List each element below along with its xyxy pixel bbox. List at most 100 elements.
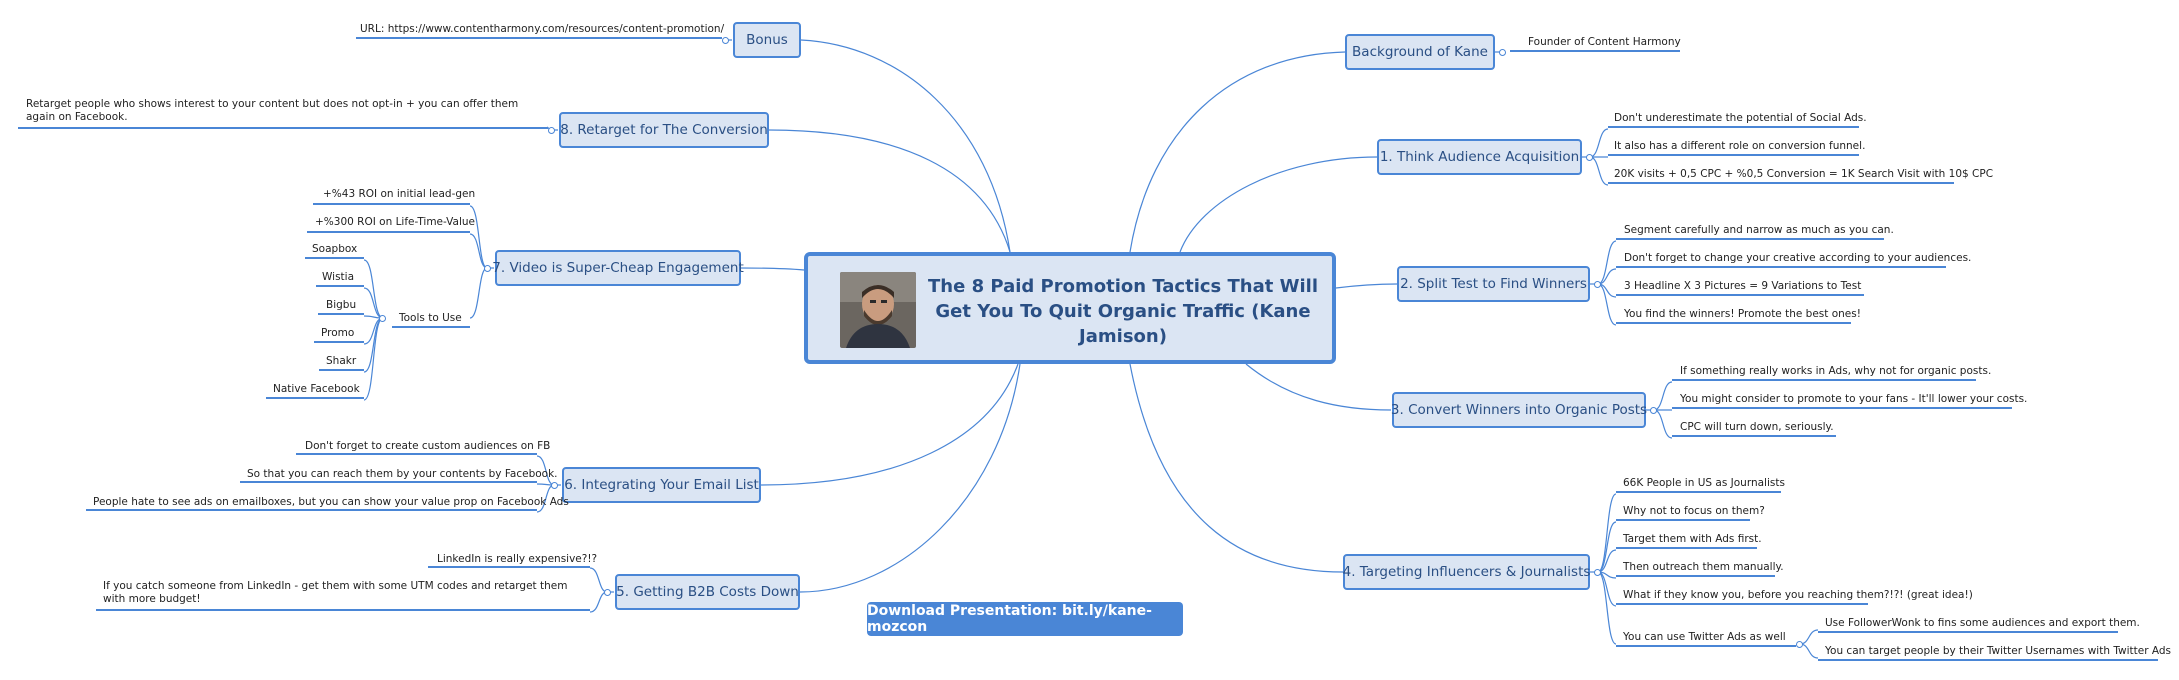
speaker-photo (840, 272, 916, 348)
leaf-split-4: You find the winners! Promote the best o… (1624, 308, 1861, 320)
collapse-toggle[interactable] (1594, 281, 1601, 288)
leaf-underline (1818, 631, 2118, 633)
collapse-toggle[interactable] (551, 482, 558, 489)
topic-b2b[interactable]: 5. Getting B2B Costs Down (615, 574, 800, 610)
topic-background[interactable]: Background of Kane (1345, 34, 1495, 70)
leaf-underline (316, 285, 364, 287)
collapse-toggle[interactable] (1499, 49, 1506, 56)
collapse-toggle[interactable] (1594, 569, 1601, 576)
collapse-toggle[interactable] (484, 265, 491, 272)
leaf-tool-native-facebook: Native Facebook (273, 383, 360, 395)
leaf-convert-1: If something really works in Ads, why no… (1680, 365, 1992, 377)
leaf-underline (1672, 379, 1976, 381)
leaf-underline (96, 609, 590, 611)
leaf-influencers-3: Target them with Ads first. (1623, 533, 1762, 545)
leaf-underline (1616, 266, 1946, 268)
leaf-underline (1672, 407, 2012, 409)
leaf-tool-soapbox: Soapbox (312, 243, 358, 255)
leaf-underline (1510, 50, 1680, 52)
leaf-underline (1608, 154, 1859, 156)
leaf-underline (1616, 547, 1757, 549)
leaf-underline (1818, 659, 2158, 661)
topic-video[interactable]: 7. Video is Super-Cheap Engagement (492, 250, 744, 286)
leaf-bonus-url: URL: https://www.contentharmony.com/reso… (360, 23, 725, 35)
topic-label: 7. Video is Super-Cheap Engagement (492, 260, 744, 276)
leaf-tool-promo: Promo (321, 327, 355, 339)
topic-label: Background of Kane (1352, 44, 1488, 60)
leaf-retarget: Retarget people who shows interest to yo… (26, 98, 519, 123)
leaf-underline (428, 566, 590, 568)
collapse-toggle[interactable] (548, 127, 555, 134)
download-presentation-button[interactable]: Download Presentation: bit.ly/kane-mozco… (867, 602, 1183, 636)
leaf-background-1: Founder of Content Harmony (1528, 36, 1681, 48)
leaf-video-roi-ltv: +%300 ROI on Life-Time-Value (315, 216, 476, 228)
topic-email[interactable]: 6. Integrating Your Email List (562, 467, 761, 503)
leaf-underline (356, 37, 722, 39)
collapse-toggle[interactable] (1650, 407, 1657, 414)
leaf-underline (1616, 519, 1750, 521)
leaf-split-3: 3 Headline X 3 Pictures = 9 Variations t… (1624, 280, 1862, 292)
leaf-underline (1616, 294, 1864, 296)
topic-label: 5. Getting B2B Costs Down (616, 584, 799, 600)
topic-convert[interactable]: 3. Convert Winners into Organic Posts (1390, 392, 1648, 428)
leaf-convert-2: You might consider to promote to your fa… (1680, 393, 2028, 405)
topic-label: 1. Think Audience Acquisition (1379, 149, 1580, 165)
topic-audience[interactable]: 1. Think Audience Acquisition (1377, 139, 1582, 175)
leaf-underline (266, 397, 364, 399)
leaf-influencers-twitter: You can use Twitter Ads as well (1623, 631, 1786, 643)
leaf-twitter-1: Use FollowerWonk to fins some audiences … (1825, 617, 2140, 629)
topic-label: 3. Convert Winners into Organic Posts (1390, 402, 1648, 418)
central-topic-title: The 8 Paid Promotion Tactics That Will G… (928, 276, 1318, 347)
collapse-toggle[interactable] (1796, 641, 1803, 648)
topic-influencers[interactable]: 4. Targeting Influencers & Journalists (1343, 554, 1590, 590)
leaf-b2b-1: LinkedIn is really expensive?!? (437, 553, 598, 565)
leaf-convert-3: CPC will turn down, seriously. (1680, 421, 1834, 433)
leaf-email-3: People hate to see ads on emailboxes, bu… (93, 496, 569, 508)
topic-label: 2. Split Test to Find Winners (1400, 276, 1587, 292)
leaf-video-tools: Tools to Use (399, 312, 462, 324)
topic-retarget[interactable]: 8. Retarget for The Conversion (559, 112, 769, 148)
leaf-audience-1: Don't underestimate the potential of Soc… (1614, 112, 1867, 124)
leaf-underline (1616, 238, 1884, 240)
leaf-underline (1616, 603, 1868, 605)
leaf-underline (1608, 182, 1954, 184)
leaf-split-2: Don't forget to change your creative acc… (1624, 252, 1972, 264)
topic-label: 6. Integrating Your Email List (564, 477, 759, 493)
topic-bonus[interactable]: Bonus (733, 22, 801, 58)
leaf-tool-shakr: Shakr (326, 355, 357, 367)
leaf-underline (307, 231, 470, 233)
leaf-influencers-1: 66K People in US as Journalists (1623, 477, 1785, 489)
topic-label: Bonus (746, 32, 788, 48)
leaf-underline (1616, 645, 1796, 647)
leaf-email-2: So that you can reach them by your conte… (247, 468, 558, 480)
leaf-underline (1608, 126, 1859, 128)
leaf-email-1: Don't forget to create custom audiences … (305, 440, 551, 452)
leaf-underline (240, 481, 537, 483)
collapse-toggle[interactable] (1586, 154, 1593, 161)
collapse-toggle[interactable] (379, 315, 386, 322)
collapse-toggle[interactable] (722, 37, 729, 44)
leaf-underline (318, 313, 364, 315)
leaf-underline (296, 453, 537, 455)
leaf-underline (319, 369, 364, 371)
leaf-split-1: Segment carefully and narrow as much as … (1624, 224, 1894, 236)
leaf-underline (1616, 322, 1851, 324)
leaf-influencers-4: Then outreach them manually. (1623, 561, 1784, 573)
topic-split[interactable]: 2. Split Test to Find Winners (1397, 266, 1590, 302)
collapse-toggle[interactable] (604, 589, 611, 596)
leaf-underline (1616, 575, 1775, 577)
leaf-influencers-5: What if they know you, before you reachi… (1623, 589, 1973, 601)
leaf-tool-wistia: Wistia (322, 271, 355, 283)
leaf-twitter-2: You can target people by their Twitter U… (1825, 645, 2171, 657)
leaf-underline (18, 127, 548, 129)
leaf-underline (1616, 491, 1781, 493)
topic-label: 4. Targeting Influencers & Journalists (1342, 564, 1591, 580)
leaf-b2b-2: If you catch someone from LinkedIn - get… (103, 580, 568, 605)
central-topic[interactable]: The 8 Paid Promotion Tactics That Will G… (804, 252, 1336, 364)
leaf-underline (392, 326, 470, 328)
leaf-audience-2: It also has a different role on conversi… (1614, 140, 1866, 152)
leaf-video-roi-lead: +%43 ROI on initial lead-gen (323, 188, 476, 200)
leaf-underline (314, 341, 364, 343)
leaf-underline (86, 509, 537, 511)
leaf-underline (313, 203, 470, 205)
